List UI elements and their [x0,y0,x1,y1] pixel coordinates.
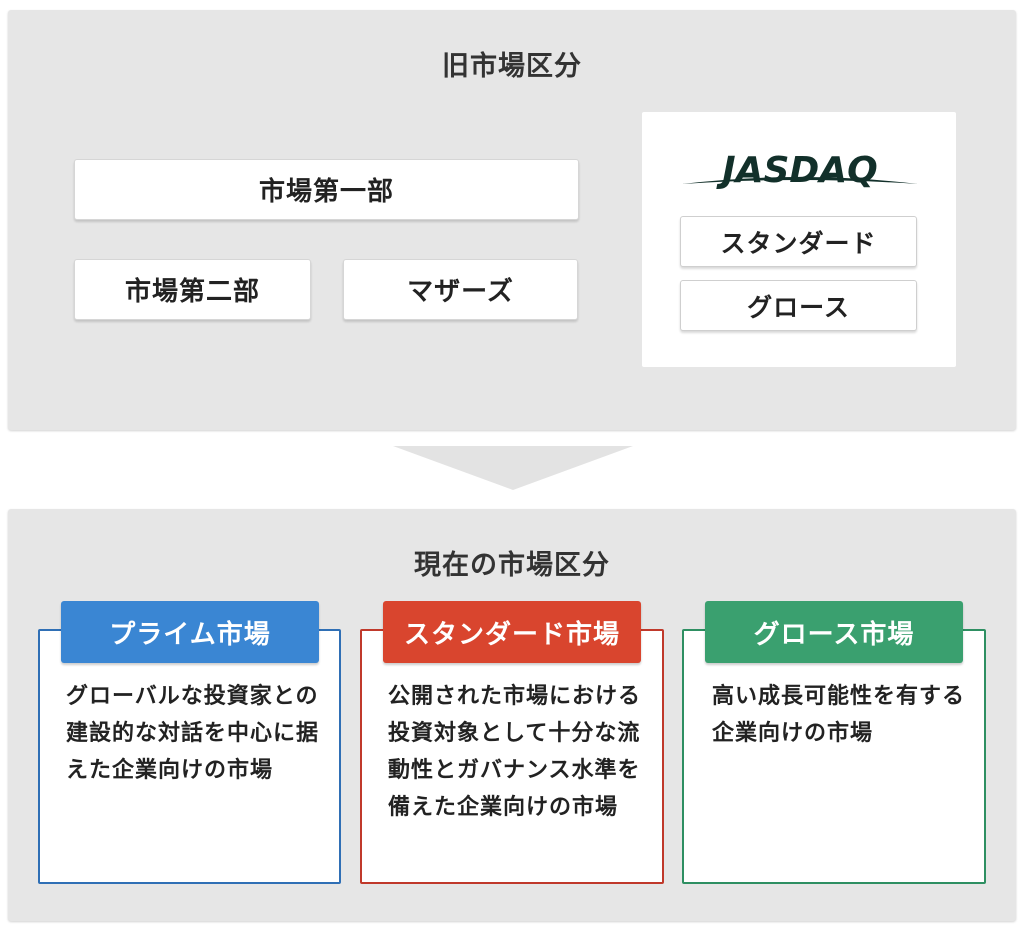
new-market-title: 現在の市場区分 [414,550,610,581]
old-market-panel: 旧市場区分 市場第一部 市場第二部 マザーズ JASDAQ スタンダード グロー… [8,10,1016,430]
jasdaq-standard-box: スタンダード [680,216,917,267]
old-market-title: 旧市場区分 [442,51,582,82]
growth-market-description: 高い成長可能性を有する企業向けの市場 [712,684,966,746]
down-arrow-icon [393,446,633,490]
jasdaq-logo: JASDAQ [682,150,918,191]
standard-market-description: 公開された市場における投資対象として十分な流動性とガバナンス水準を備えた企業向け… [388,684,642,820]
growth-market-label: グロース市場 [705,601,963,663]
prime-market-description: グローバルな投資家との建設的な対話を中心に据えた企業向けの市場 [66,684,320,783]
first-section-box: 市場第一部 [74,159,579,220]
prime-market-card [38,629,341,884]
second-section-box: 市場第二部 [74,259,311,320]
mothers-box: マザーズ [343,259,578,320]
prime-market-label: プライム市場 [61,601,319,663]
jasdaq-growth-box: グロース [680,280,917,331]
standard-market-label: スタンダード市場 [383,601,641,663]
jasdaq-logo-text: JASDAQ [716,150,878,191]
jasdaq-card: JASDAQ スタンダード グロース [642,112,956,367]
growth-market-card [682,629,986,884]
